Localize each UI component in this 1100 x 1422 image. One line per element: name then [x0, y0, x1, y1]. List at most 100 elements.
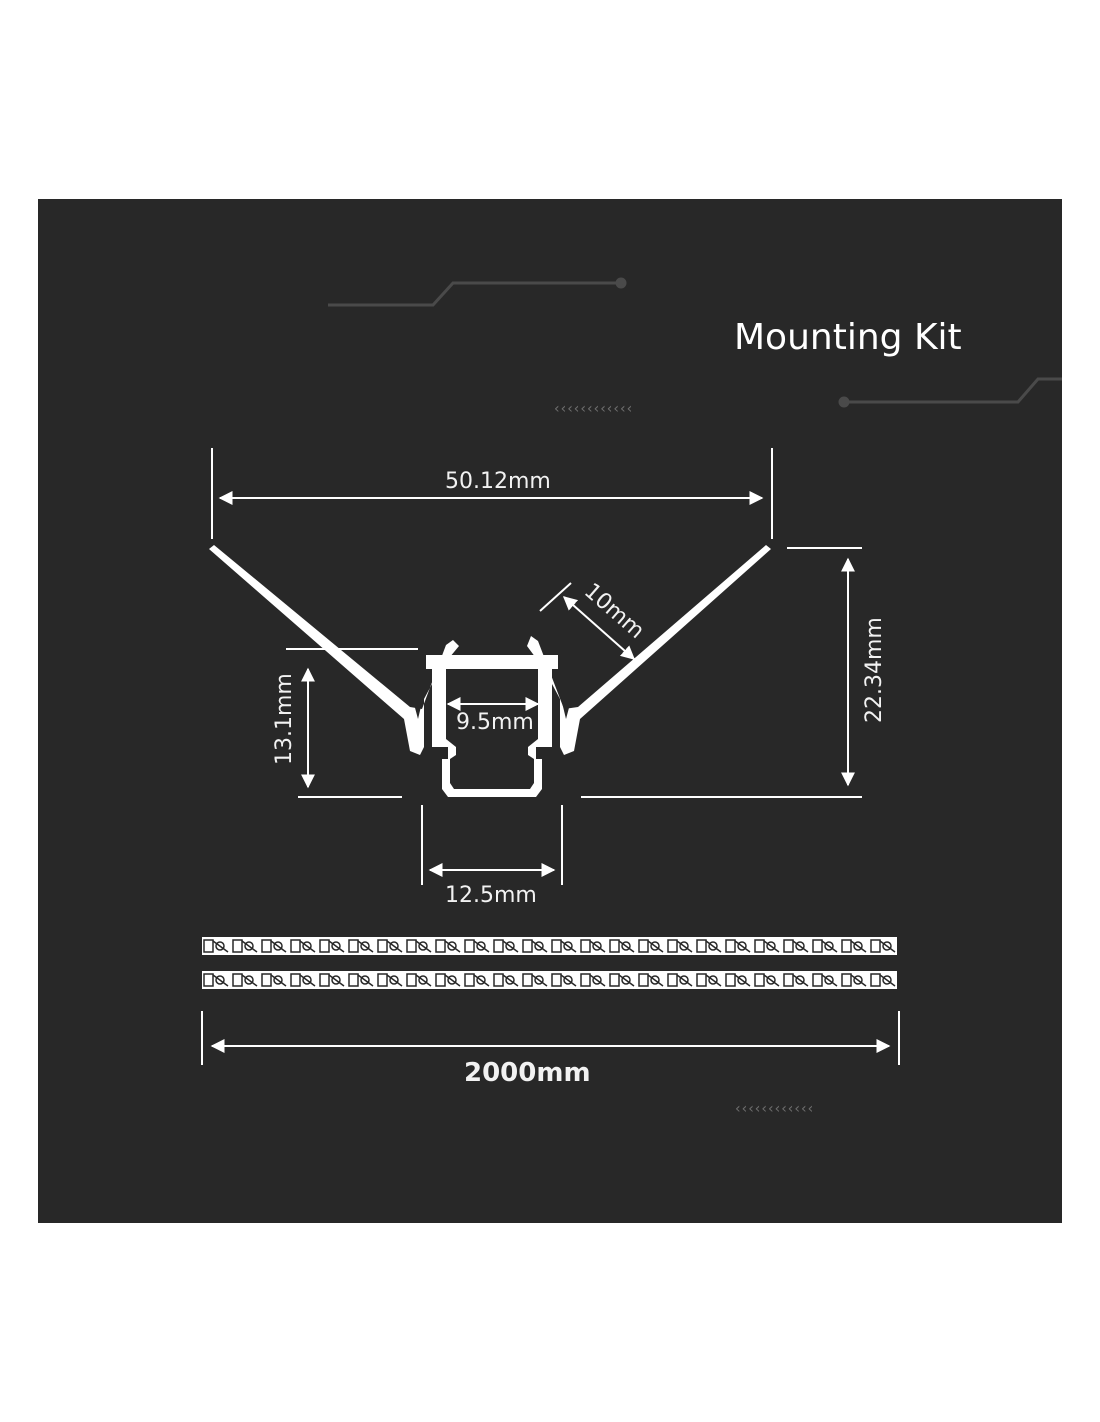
strip-pad: [841, 973, 852, 987]
strip-trace: [879, 940, 896, 953]
strip-pad: [754, 973, 765, 987]
strip-trace: [763, 940, 780, 953]
strip-trace: [705, 940, 722, 953]
strip-trace: [502, 974, 519, 987]
strip-trace: [763, 974, 780, 987]
strip-led: [505, 975, 515, 985]
strip-led: [563, 941, 573, 951]
strip-pad: [319, 973, 330, 987]
strip-pad: [609, 973, 620, 987]
strip-pad: [812, 939, 823, 953]
chevrons-top: ‹‹‹‹‹‹‹‹‹‹‹‹: [554, 401, 633, 417]
strip-pad: [203, 939, 214, 953]
strip-led: [534, 975, 544, 985]
strip-pad: [493, 973, 504, 987]
strip-trace: [473, 974, 490, 987]
strip-pad: [348, 973, 359, 987]
strip-trace: [560, 974, 577, 987]
strip-trace: [792, 974, 809, 987]
strip-pad: [870, 973, 881, 987]
label-height: 22.34mm: [862, 617, 887, 723]
strip-led: [679, 941, 689, 951]
strip-pad: [406, 939, 417, 953]
strip-led: [360, 975, 370, 985]
strip-led: [389, 941, 399, 951]
dimension-lines: [201, 448, 900, 1065]
strip-pad: [551, 973, 562, 987]
strip-trace: [647, 974, 664, 987]
strip-trace: [415, 940, 432, 953]
strip-pad: [261, 939, 272, 953]
strip-led: [708, 941, 718, 951]
strip-pad: [261, 973, 272, 987]
strip-trace: [299, 940, 316, 953]
title: Mounting Kit: [734, 317, 962, 358]
strip-led: [447, 941, 457, 951]
strip-pad: [725, 939, 736, 953]
strip-trace: [618, 940, 635, 953]
strip-pad: [435, 939, 446, 953]
strip-pad: [464, 939, 475, 953]
strip-pad: [638, 939, 649, 953]
strip-trace: [270, 974, 287, 987]
strip-trace: [792, 940, 809, 953]
strip-trace: [560, 940, 577, 953]
strip-trace: [502, 940, 519, 953]
strip-led: [215, 941, 225, 951]
label-outer-width: 12.5mm: [445, 883, 537, 908]
decor-circuit-lines: [328, 277, 1062, 408]
strip-led: [882, 941, 892, 951]
strip-pad: [638, 973, 649, 987]
strip-led: [215, 975, 225, 985]
strip-pad: [696, 939, 707, 953]
strip-trace: [270, 940, 287, 953]
strip-trace: [879, 974, 896, 987]
strip-trace: [212, 974, 229, 987]
strip-trace: [531, 974, 548, 987]
strip-trace: [850, 940, 867, 953]
strip-trace: [531, 940, 548, 953]
strip-led: [418, 941, 428, 951]
strip-trace: [357, 940, 374, 953]
strip-pad: [232, 939, 243, 953]
strip-pad: [667, 973, 678, 987]
strip-led: [476, 975, 486, 985]
strip-trace: [589, 974, 606, 987]
strip-trace: [415, 974, 432, 987]
strip-led: [795, 975, 805, 985]
strip-led: [273, 975, 283, 985]
strip-pad: [377, 973, 388, 987]
strip-led: [737, 975, 747, 985]
label-inner-width: 9.5mm: [456, 710, 534, 735]
strip-trace: [705, 974, 722, 987]
strip-pad: [493, 939, 504, 953]
strip-led: [766, 975, 776, 985]
strip-led: [534, 941, 544, 951]
strip-trace: [444, 940, 461, 953]
label-length: 2000mm: [464, 1058, 591, 1088]
strip-trace: [212, 940, 229, 953]
strip-pad: [551, 939, 562, 953]
strip-led: [563, 975, 573, 985]
strip-pad: [406, 973, 417, 987]
strip-led: [621, 941, 631, 951]
strip-pad: [319, 939, 330, 953]
strip-led: [302, 941, 312, 951]
strip-led: [824, 941, 834, 951]
strip-led: [650, 941, 660, 951]
strip-pad: [290, 973, 301, 987]
profile-drawing: Mounting Kit ‹‹‹‹‹‹‹‹‹‹‹‹ ‹‹‹‹‹‹‹‹‹‹‹‹: [201, 277, 1062, 1117]
strip-trace: [328, 940, 345, 953]
strip-led: [621, 975, 631, 985]
strip-led: [476, 941, 486, 951]
strip-trace: [850, 974, 867, 987]
strip-led: [331, 975, 341, 985]
strip-led: [592, 975, 602, 985]
strip-pad: [290, 939, 301, 953]
strip-led: [882, 975, 892, 985]
strip-pad: [870, 939, 881, 953]
strip-pad: [783, 939, 794, 953]
strip-led: [302, 975, 312, 985]
strip-led: [360, 941, 370, 951]
strip-trace: [734, 940, 751, 953]
